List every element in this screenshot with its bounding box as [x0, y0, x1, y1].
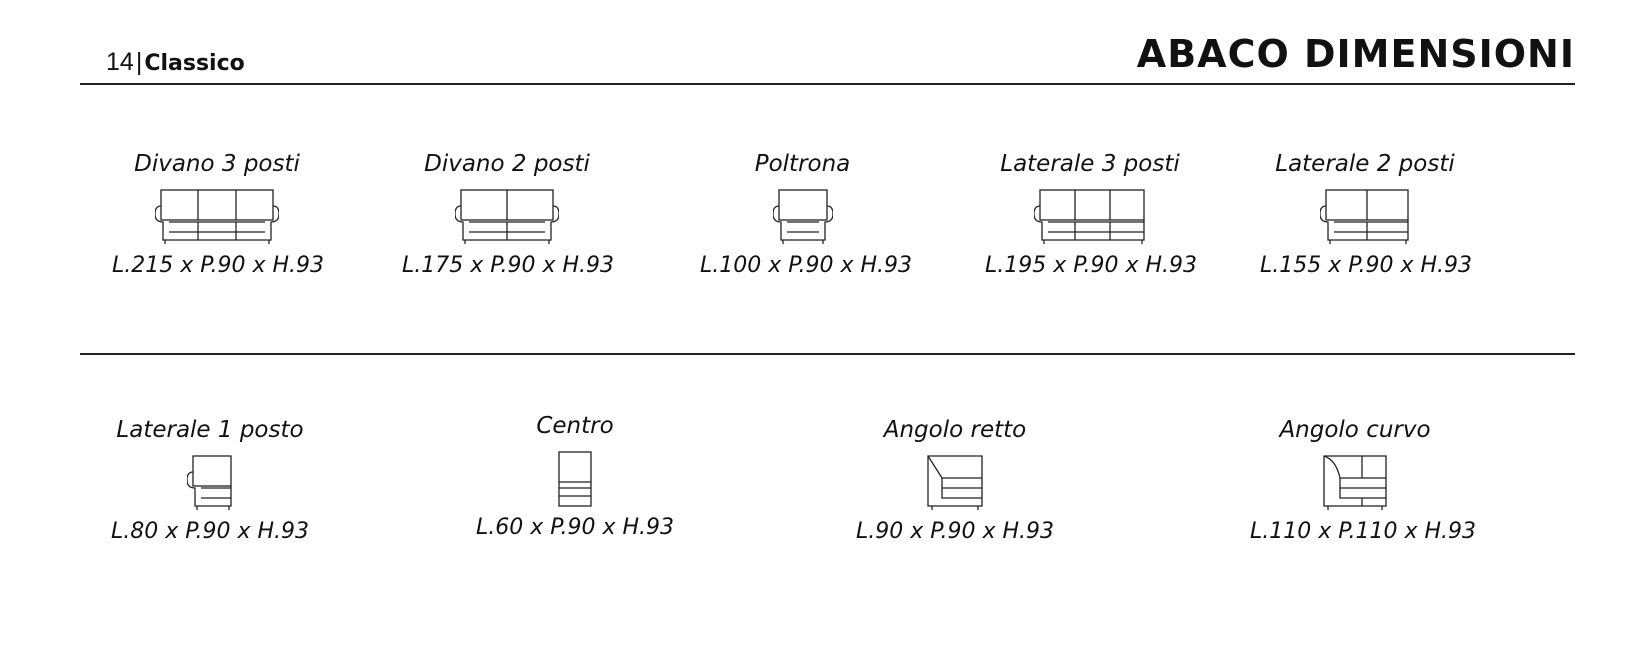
center-module-icon — [558, 451, 592, 507]
header-divider — [80, 83, 1575, 85]
item-name: Divano 2 posti — [424, 151, 590, 177]
page-title: ABACO DIMENSIONI — [1136, 32, 1575, 76]
item-name: Poltrona — [754, 151, 851, 177]
item-dimensions: L.110 x P.110 x H.93 — [1250, 519, 1477, 544]
page-number-label: 14|Classico — [106, 48, 245, 77]
item-angolo-retto: Angolo retto L.90 x P.90 x H.93 — [850, 416, 1060, 546]
item-dimensions: L.175 x P.90 x H.93 — [402, 253, 615, 278]
item-name: Centro — [536, 413, 614, 439]
separator: | — [135, 48, 143, 76]
side-2-seat-icon — [1320, 189, 1409, 244]
side-3-seat-icon — [1034, 189, 1145, 244]
item-divano-3-posti: Divano 3 posti L.215 x P.90 x H.93 — [112, 150, 325, 280]
item-dimensions: L.100 x P.90 x H.93 — [700, 253, 913, 278]
sofa-2-seat-icon — [455, 189, 559, 244]
curved-corner-icon — [1323, 455, 1387, 510]
item-name: Angolo retto — [883, 417, 1027, 443]
item-name: Angolo curvo — [1279, 417, 1431, 443]
row-divider — [80, 353, 1575, 355]
item-poltrona: Poltrona L.100 x P.90 x H.93 — [700, 150, 913, 280]
item-name: Divano 3 posti — [134, 151, 300, 177]
right-angle-corner-icon — [927, 455, 983, 510]
page-header: 14|Classico ABACO DIMENSIONI — [80, 28, 1575, 88]
item-name: Laterale 1 posto — [116, 417, 304, 443]
sofa-3-seat-icon — [155, 189, 279, 244]
item-dimensions: L.60 x P.90 x H.93 — [475, 515, 674, 540]
item-angolo-curvo: Angolo curvo L.110 x P.110 x H.93 — [1250, 416, 1477, 546]
item-laterale-1-posto: Laterale 1 posto L.80 x P.90 x H.93 — [105, 416, 315, 546]
page-number: 14 — [106, 48, 134, 76]
item-dimensions: L.215 x P.90 x H.93 — [112, 253, 325, 278]
item-dimensions: L.80 x P.90 x H.93 — [110, 519, 309, 544]
item-dimensions: L.195 x P.90 x H.93 — [985, 253, 1198, 278]
armchair-icon — [772, 189, 833, 244]
item-dimensions: L.90 x P.90 x H.93 — [855, 519, 1054, 544]
section-name: Classico — [144, 51, 245, 76]
item-laterale-2-posti: Laterale 2 posti L.155 x P.90 x H.93 — [1260, 150, 1473, 280]
item-laterale-3-posti: Laterale 3 posti L.195 x P.90 x H.93 — [985, 150, 1198, 280]
side-1-seat-icon — [187, 455, 232, 510]
item-dimensions: L.155 x P.90 x H.93 — [1260, 253, 1473, 278]
item-divano-2-posti: Divano 2 posti L.175 x P.90 x H.93 — [402, 150, 615, 280]
item-name: Laterale 3 posti — [1000, 151, 1180, 177]
item-name: Laterale 2 posti — [1275, 151, 1455, 177]
item-centro: Centro L.60 x P.90 x H.93 — [470, 412, 680, 542]
